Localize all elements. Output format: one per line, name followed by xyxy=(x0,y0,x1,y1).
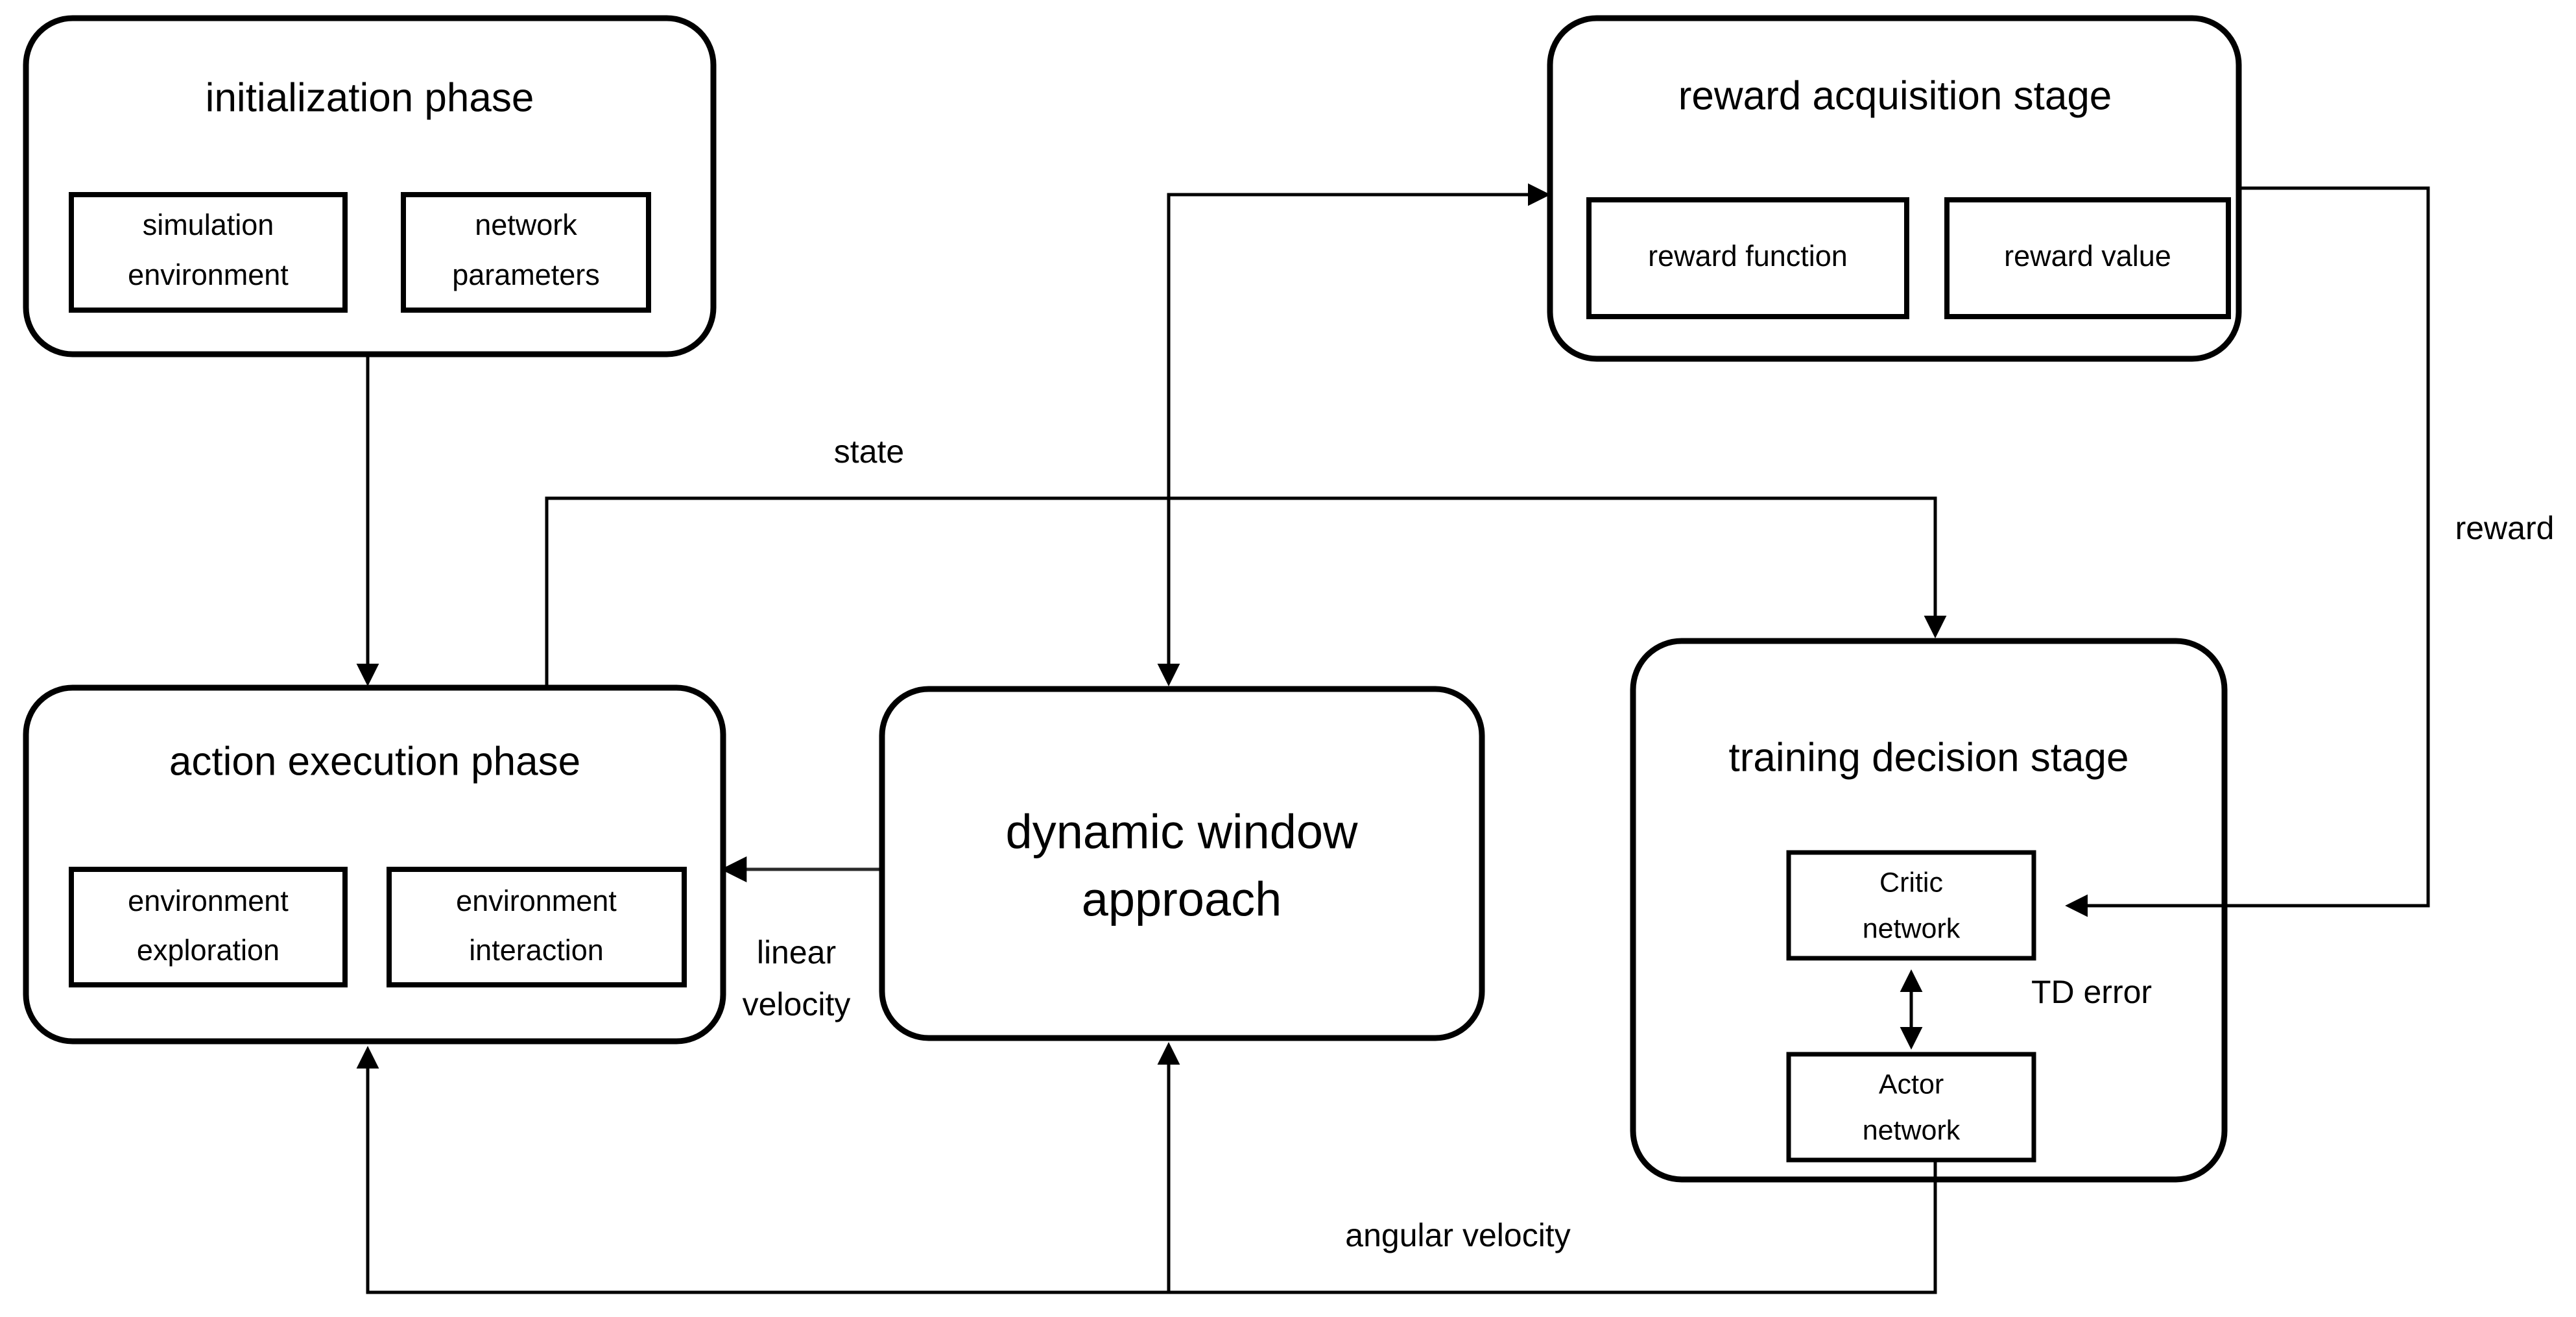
actor-network-box[interactable] xyxy=(1786,1052,2036,1163)
stage-training-decision[interactable]: training decision stage Critic network A… xyxy=(1630,638,2228,1183)
simulation-environment-label-line2: environment xyxy=(128,258,289,291)
reward-item-reward-value[interactable]: reward value xyxy=(1944,197,2231,319)
dynamic-window-approach-title-line1: dynamic window xyxy=(1006,805,1358,859)
actor-network-label-line1: Actor xyxy=(1879,1069,1944,1100)
action-item-environment-interaction[interactable]: environment interaction xyxy=(387,867,687,987)
critic-network-label-line1: Critic xyxy=(1879,867,1943,898)
edge-label-angular-velocity: angular velocity xyxy=(1345,1217,1570,1253)
reward-function-box[interactable] xyxy=(1586,197,1909,319)
initialization-item-network-parameters[interactable]: network parameters xyxy=(401,192,651,313)
environment-interaction-label-line2: interaction xyxy=(469,934,604,967)
reward-value-label: reward value xyxy=(2004,239,2171,272)
edge-label-reward: reward xyxy=(2455,510,2555,546)
critic-network-label-line2: network xyxy=(1863,913,1961,944)
environment-exploration-label-line1: environment xyxy=(128,884,289,917)
environment-interaction-box[interactable] xyxy=(387,867,687,987)
simulation-environment-label-line1: simulation xyxy=(143,208,274,241)
training-decision-stage-title: training decision stage xyxy=(1729,735,2129,780)
training-network-actor[interactable]: Actor network xyxy=(1786,1052,2036,1163)
reward-item-reward-function[interactable]: reward function xyxy=(1586,197,1909,319)
training-network-critic[interactable]: Critic network xyxy=(1786,850,2036,961)
edge-action-to-reward xyxy=(1167,183,1551,683)
environment-exploration-box[interactable] xyxy=(69,867,348,987)
reward-value-box[interactable] xyxy=(1944,197,2231,319)
network-parameters-label-line2: parameters xyxy=(452,258,600,291)
stage-initialization-phase[interactable]: initialization phase simulation environm… xyxy=(23,15,717,357)
environment-exploration-label-line2: exploration xyxy=(137,934,280,967)
dynamic-window-approach-title-line2: approach xyxy=(1082,873,1282,926)
network-parameters-label-line1: network xyxy=(475,208,577,241)
simulation-environment-box[interactable] xyxy=(69,192,348,313)
action-execution-phase-title: action execution phase xyxy=(169,739,580,784)
edge-label-linear-velocity-line2: velocity xyxy=(743,986,851,1022)
edge-state-to-training xyxy=(545,496,1947,689)
edge-label-state: state xyxy=(834,433,904,470)
initialization-phase-title: initialization phase xyxy=(206,75,534,120)
reward-function-label: reward function xyxy=(1648,239,1848,272)
dynamic-window-approach-box[interactable] xyxy=(879,686,1485,1041)
edge-overlays xyxy=(1900,894,2428,1292)
stage-reward-acquisition[interactable]: reward acquisition stage reward function… xyxy=(1547,15,2242,362)
network-parameters-box[interactable] xyxy=(401,192,651,313)
stage-action-execution-phase[interactable]: action execution phase environment explo… xyxy=(23,684,726,1045)
environment-interaction-label-line1: environment xyxy=(456,884,617,917)
stage-dynamic-window-approach[interactable]: dynamic window approach xyxy=(879,686,1485,1041)
critic-network-box[interactable] xyxy=(1786,850,2036,961)
edge-label-td-error: TD error xyxy=(2031,974,2152,1010)
actor-network-label-line2: network xyxy=(1863,1115,1961,1146)
edge-label-linear-velocity-line1: linear xyxy=(757,934,836,971)
action-item-environment-exploration[interactable]: environment exploration xyxy=(69,867,348,987)
reward-acquisition-stage-title: reward acquisition stage xyxy=(1678,73,2112,118)
initialization-item-simulation-environment[interactable]: simulation environment xyxy=(69,192,348,313)
